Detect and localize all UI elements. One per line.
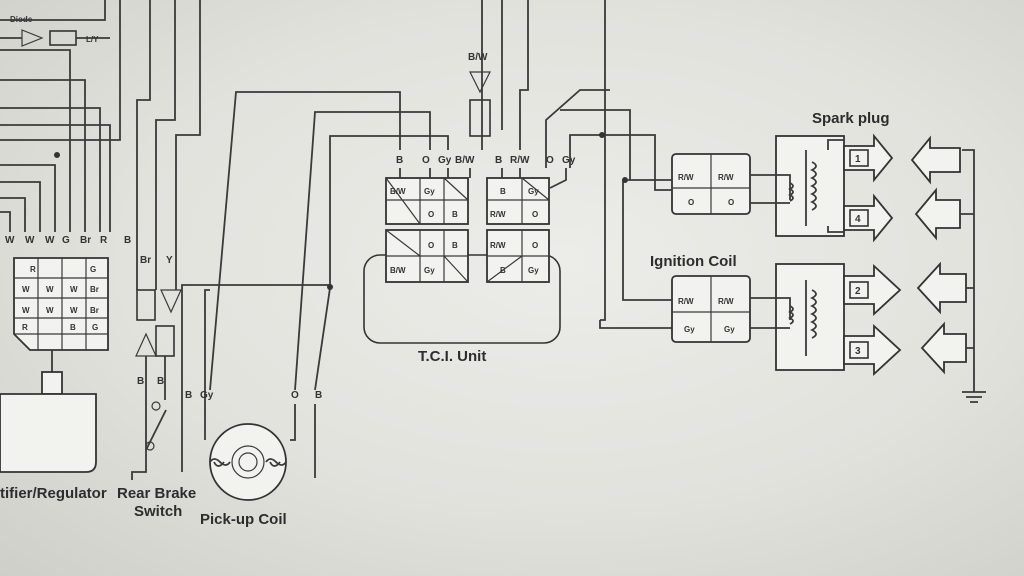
pin-w: W bbox=[46, 306, 54, 315]
regulator-plug bbox=[41, 371, 63, 395]
wire-code-r: R bbox=[100, 235, 108, 246]
wire-code-b: B bbox=[315, 390, 322, 401]
pin-o: O bbox=[728, 198, 734, 207]
wire-code-b: B bbox=[157, 376, 164, 387]
wire-code-r-w: R/W bbox=[510, 155, 530, 166]
wire-code-o: O bbox=[546, 155, 554, 166]
pin-gy: Gy bbox=[424, 266, 435, 275]
tci-wire-codes: B O Gy B/W B R/W O Gy bbox=[396, 155, 576, 166]
pin-r: R bbox=[22, 323, 28, 332]
tci-input-wiring bbox=[209, 0, 606, 391]
rectifier-wire-codes: W W W G Br R B bbox=[5, 235, 131, 246]
wire-code-b: B bbox=[137, 376, 144, 387]
pickup-coil-label: Pick-up Coil bbox=[200, 511, 287, 528]
pickup-coil bbox=[181, 284, 330, 501]
rectifier-wiring bbox=[0, 0, 121, 232]
diode-symbol bbox=[469, 71, 491, 94]
pin-b: B bbox=[500, 266, 506, 275]
wire-code-b: B bbox=[495, 155, 502, 166]
pin-b: B bbox=[500, 187, 506, 196]
wire-code-gy: Gy bbox=[562, 155, 576, 166]
coil-connector-upper: R/W R/W O O bbox=[671, 153, 751, 215]
pin-gy: Gy bbox=[528, 187, 539, 196]
wire-code-gy: Gy bbox=[200, 390, 214, 401]
ground-returns bbox=[910, 135, 975, 380]
wire-code-g: G bbox=[62, 235, 70, 246]
tci-unit: B/W Gy O B O B B/W Gy B Gy R/W O R/W O B… bbox=[363, 89, 656, 344]
pin-b-w: B/W bbox=[390, 187, 406, 196]
pin-r: R bbox=[30, 265, 36, 274]
pin-gy: Gy bbox=[684, 325, 695, 334]
pin-w: W bbox=[70, 285, 78, 294]
pin-r-w: R/W bbox=[678, 173, 694, 182]
coil-connector-lower: R/W R/W Gy Gy bbox=[671, 275, 751, 343]
wire-code-b: B bbox=[396, 155, 403, 166]
ignition-coil-wiring bbox=[560, 109, 672, 329]
wire-code-b: B bbox=[185, 390, 192, 401]
plug-number-4: 4 bbox=[855, 214, 861, 225]
pin-w: W bbox=[22, 285, 30, 294]
plug-number-1: 1 bbox=[855, 154, 861, 165]
pin-r-w: R/W bbox=[678, 297, 694, 306]
rear-brake-switch-wiring bbox=[131, 0, 201, 480]
rear-brake-label: Rear Brake bbox=[117, 485, 196, 502]
pin-w: W bbox=[70, 306, 78, 315]
pin-o: O bbox=[688, 198, 694, 207]
wire-code-b-w: B/W bbox=[468, 52, 488, 63]
wire-code-b-w: B/W bbox=[455, 155, 475, 166]
pin-gy: Gy bbox=[528, 266, 539, 275]
wire-code-y: Y bbox=[166, 255, 173, 266]
plug-number-2: 2 bbox=[855, 286, 861, 297]
pin-g: G bbox=[90, 265, 96, 274]
pin-o: O bbox=[532, 241, 538, 250]
pin-gy: Gy bbox=[424, 187, 435, 196]
rear-brake-switch-label: Switch bbox=[134, 503, 182, 520]
ignition-coil-upper bbox=[750, 135, 845, 237]
wire-code-br: Br bbox=[140, 255, 151, 266]
ground-icon bbox=[962, 380, 986, 403]
pin-w: W bbox=[22, 306, 30, 315]
tci-unit-label: T.C.I. Unit bbox=[418, 348, 486, 365]
wire-code-b: B bbox=[124, 235, 131, 246]
pin-r-w: R/W bbox=[490, 210, 506, 219]
plug-number-3: 3 bbox=[855, 346, 861, 357]
pin-gy: Gy bbox=[724, 325, 735, 334]
pin-b: B bbox=[452, 241, 458, 250]
diode-label: Diode bbox=[10, 15, 33, 24]
spark-plug-outputs bbox=[843, 133, 902, 377]
pin-br: Br bbox=[90, 285, 99, 294]
spark-plug-label: Spark plug bbox=[812, 110, 890, 127]
resistor-symbol bbox=[469, 99, 491, 137]
pin-r-w: R/W bbox=[718, 173, 734, 182]
pin-o: O bbox=[428, 241, 434, 250]
pin-br: Br bbox=[90, 306, 99, 315]
wire-code-o: O bbox=[291, 390, 299, 401]
pin-b: B bbox=[70, 323, 76, 332]
pin-r-w: R/W bbox=[490, 241, 506, 250]
rectifier-regulator-body bbox=[0, 393, 97, 473]
rectifier-connector: R G W W W Br W W W Br R B G bbox=[13, 257, 109, 351]
pin-b-w: B/W bbox=[390, 266, 406, 275]
pin-r-w: R/W bbox=[718, 297, 734, 306]
pin-b: B bbox=[452, 210, 458, 219]
ignition-coil-lower bbox=[750, 263, 845, 371]
pin-w: W bbox=[46, 285, 54, 294]
wire-code-w: W bbox=[5, 235, 15, 246]
wire-code-o: O bbox=[422, 155, 430, 166]
wire-code-l-y: L/Y bbox=[86, 35, 99, 44]
pin-o: O bbox=[532, 210, 538, 219]
wire-code-br: Br bbox=[80, 235, 91, 246]
pin-o: O bbox=[428, 210, 434, 219]
wire-code-w: W bbox=[45, 235, 55, 246]
ignition-coil-label: Ignition Coil bbox=[650, 253, 737, 270]
pin-g: G bbox=[92, 323, 98, 332]
rectifier-regulator-label: tifier/Regulator bbox=[0, 485, 107, 502]
wire-code-gy: Gy bbox=[438, 155, 452, 166]
wire-code-w: W bbox=[25, 235, 35, 246]
